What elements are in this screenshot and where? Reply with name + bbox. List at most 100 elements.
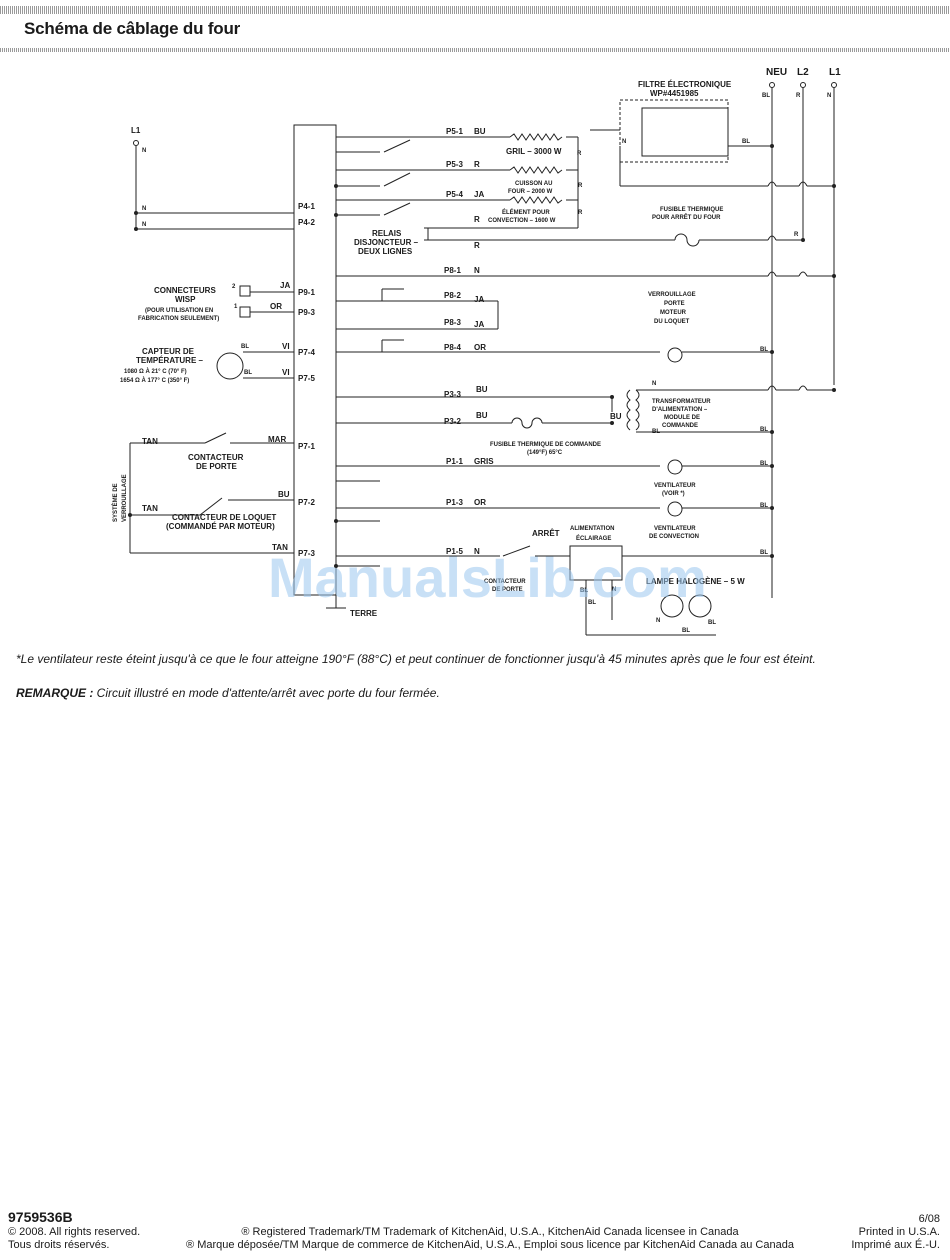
watermark: ManualsLib.com <box>268 546 707 609</box>
pin-p7-2: P7-2 <box>298 498 315 507</box>
tr-n: N <box>652 381 656 387</box>
remark-note: REMARQUE : Circuit illustré en mode d'at… <box>16 686 440 700</box>
wire-r-1: R <box>474 215 480 224</box>
pin-p1-5: P1-5 <box>446 547 463 556</box>
light-supply-1: ALIMENTATION <box>570 526 614 532</box>
control-fuse-1: FUSIBLE THERMIQUE DE COMMANDE <box>490 442 601 448</box>
print-date: 6/08 <box>918 1213 940 1225</box>
filter-part: WP#4451985 <box>650 89 699 98</box>
pin-p7-4: P7-4 <box>298 348 315 357</box>
door-tan-2: TAN <box>142 504 158 513</box>
door-mar: MAR <box>268 435 286 444</box>
remark-text: Circuit illustré en mode d'attente/arrêt… <box>93 686 440 700</box>
control-fuse-2: (149°F) 65°C <box>527 450 563 456</box>
sensor-label-4: 1654 Ω À 177° C (350° F) <box>120 377 189 384</box>
label-n-l1: N <box>827 93 831 99</box>
switch-arret: ARRÊT <box>532 529 560 538</box>
pin-p9-1: P9-1 <box>298 288 315 297</box>
sensor-label-2: TEMPÉRATURE – <box>136 356 204 365</box>
lamp-n-2: N <box>656 618 660 624</box>
pin-p8-3: P8-3 <box>444 318 461 327</box>
pin-p4-1: P4-1 <box>298 202 315 211</box>
tr-label-2: D'ALIMENTATION – <box>652 407 708 413</box>
element-gril: GRIL – 3000 W <box>506 147 562 156</box>
electronic-filter <box>619 99 729 163</box>
lamp-bl-1: BL <box>588 600 596 606</box>
pin-p5-3: P5-3 <box>446 160 463 169</box>
wire-n-1: N <box>142 206 146 212</box>
pin-p1-3: P1-3 <box>446 498 463 507</box>
pin-p7-3: P7-3 <box>298 549 315 558</box>
wire-p8-3: JA <box>474 320 484 329</box>
light-bl: BL <box>760 550 768 556</box>
wires <box>129 82 837 636</box>
wire-vi-1: VI <box>282 342 290 351</box>
element-conv-1: ÉLÉMENT POUR <box>502 208 550 216</box>
trademark-en: ® Registered Trademark/TM Trademark of K… <box>241 1226 739 1238</box>
control-board <box>293 124 337 596</box>
wiring-diagram: L1 N NEU L2 L1 BL R N FILTRE ÉLECTRONIQU… <box>111 67 841 636</box>
element-cuisson-1: CUISSON AU <box>515 181 552 187</box>
pin-p8-1: P8-1 <box>444 266 461 275</box>
door-switch-1: CONTACTEUR <box>484 579 526 585</box>
element-conv-2: CONVECTION – 1600 W <box>488 218 556 224</box>
relay-label-2: DISJONCTEUR – <box>354 238 419 247</box>
fuse-title-2: POUR ARRÊT DU FOUR <box>652 213 721 221</box>
wire-p8-2: JA <box>474 295 484 304</box>
door-bu: BU <box>278 490 290 499</box>
fan-2-label-1: VENTILATEUR <box>654 526 696 532</box>
wire-p3-3: BU <box>476 385 488 394</box>
lock-label-3: MOTEUR <box>660 310 687 316</box>
wire-r-gril: R <box>577 151 582 157</box>
footer-copyright: © 2008. All rights reserved. Tous droits… <box>8 1226 140 1252</box>
tr-label-1: TRANSFORMATEUR <box>652 399 711 405</box>
wisp-pin-1: 1 <box>234 304 238 310</box>
wisp-pin-2: 2 <box>232 284 236 290</box>
remark-label: REMARQUE : <box>16 686 94 700</box>
door-contact-1: CONTACTEUR <box>188 453 244 462</box>
wire-p5-1: BU <box>474 127 486 136</box>
pin-p3-2: P3-2 <box>444 417 461 426</box>
fan-1-bl: BL <box>760 461 768 467</box>
fuse-title-1: FUSIBLE THERMIQUE <box>660 207 723 213</box>
wire-p8-1: N <box>474 266 480 275</box>
filter-n: N <box>622 139 626 145</box>
header-rule-bottom <box>0 48 950 52</box>
header-rule-top <box>0 6 950 14</box>
fan-1-label: VENTILATEUR <box>654 483 696 489</box>
pin-p8-4: P8-4 <box>444 343 461 352</box>
lamp-bl-2: BL <box>682 628 690 634</box>
lamp-bl-3: BL <box>708 620 716 626</box>
wire-r-right: R <box>794 232 799 238</box>
fan-1-note: (VOIR *) <box>662 491 685 497</box>
ground-terre: TERRE <box>350 609 378 618</box>
sensor-label-3: 1080 Ω À 21° C (70° F) <box>124 368 187 375</box>
tr-bl-2: BL <box>760 427 768 433</box>
label-l1-right: L1 <box>829 67 841 78</box>
label-l1-left: L1 <box>131 126 141 135</box>
wire-ja-wisp: JA <box>280 281 290 290</box>
printed-en: Printed in U.S.A. <box>858 1226 940 1238</box>
wisp-label-1: CONNECTEURS <box>154 286 216 295</box>
wisp-label-3: (POUR UTILISATION EN <box>145 308 213 314</box>
fan-2-bl: BL <box>760 503 768 509</box>
lock-bl: BL <box>760 347 768 353</box>
junction-dots <box>128 144 836 568</box>
latch-label-1: CONTACTEUR DE LOQUET <box>172 513 276 522</box>
wire-p5-4: JA <box>474 190 484 199</box>
fan-note: *Le ventilateur reste éteint jusqu'à ce … <box>16 652 816 666</box>
pin-p4-2: P4-2 <box>298 218 315 227</box>
sensor-label-1: CAPTEUR DE <box>142 347 195 356</box>
label-l2: L2 <box>797 67 809 78</box>
lock-system-1: SYSTÈME DE <box>111 483 119 522</box>
pin-p8-2: P8-2 <box>444 291 461 300</box>
label-bl-neu: BL <box>762 93 770 99</box>
lock-label-2: PORTE <box>664 301 685 307</box>
tr-label-3: MODULE DE <box>664 415 700 421</box>
door-tan-3: TAN <box>272 543 288 552</box>
wire-or-wisp: OR <box>270 302 282 311</box>
copyright-fr: Tous droits réservés. <box>8 1239 110 1251</box>
relay-label-1: RELAIS <box>372 229 402 238</box>
document-number: 9759536B <box>8 1209 73 1225</box>
door-switch-2: DE PORTE <box>492 587 523 593</box>
